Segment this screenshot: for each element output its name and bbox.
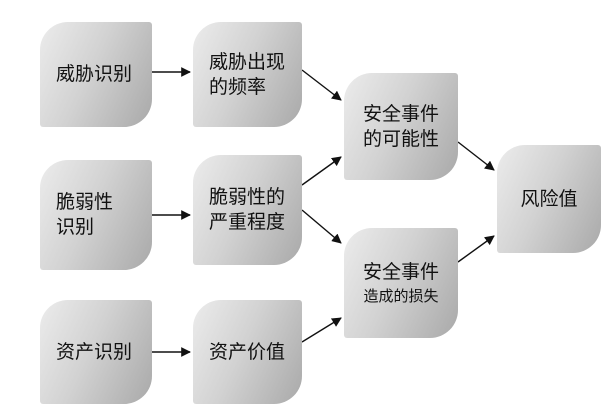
node-vulnerability-identification: 脆弱性 识别 (40, 160, 152, 270)
node-vulnerability-severity: 脆弱性的 严重程度 (193, 155, 302, 265)
node-risk-value-label: 风险值 (520, 187, 578, 210)
node-vulnerability-severity-line-1: 脆弱性的 (209, 186, 286, 208)
node-vulnerability-identification-line-2: 识别 (56, 216, 95, 238)
node-vulnerability-identification-line-1: 脆弱性 (56, 191, 114, 213)
node-event-loss-line-1: 安全事件 (362, 260, 439, 283)
node-event-loss: 安全事件 造成的损失 (344, 228, 458, 338)
edge-event-probability-to-risk-value (457, 141, 495, 171)
node-vulnerability-severity-line-2: 严重程度 (209, 211, 286, 233)
node-threat-frequency-line-2: 的频率 (209, 75, 267, 98)
node-event-loss-line-2: 造成的损失 (363, 286, 439, 305)
node-risk-value: 风险值 (497, 145, 601, 253)
node-asset-value-label: 资产价值 (209, 340, 286, 363)
edge-event-loss-to-risk-value (457, 235, 495, 263)
node-asset-identification: 资产识别 (40, 300, 152, 404)
node-asset-value: 资产价值 (193, 300, 302, 404)
edge-threat-frequency-to-event-probability (301, 69, 342, 101)
edge-vulnerability-severity-to-event-probability (301, 156, 342, 186)
node-threat-frequency-line-1: 威胁出现 (209, 50, 286, 73)
edge-asset-value-to-event-loss (301, 317, 342, 343)
node-threat-identification-label: 威胁识别 (56, 63, 133, 85)
node-threat-frequency: 威胁出现 的频率 (193, 22, 302, 127)
edge-vulnerability-severity-to-event-loss (301, 209, 342, 244)
node-asset-identification-label: 资产识别 (56, 340, 133, 363)
node-threat-identification: 威胁识别 (40, 22, 152, 127)
node-event-probability: 安全事件 的可能性 (344, 73, 458, 180)
node-event-probability-line-2: 的可能性 (362, 127, 439, 150)
node-event-probability-line-1: 安全事件 (362, 102, 439, 125)
